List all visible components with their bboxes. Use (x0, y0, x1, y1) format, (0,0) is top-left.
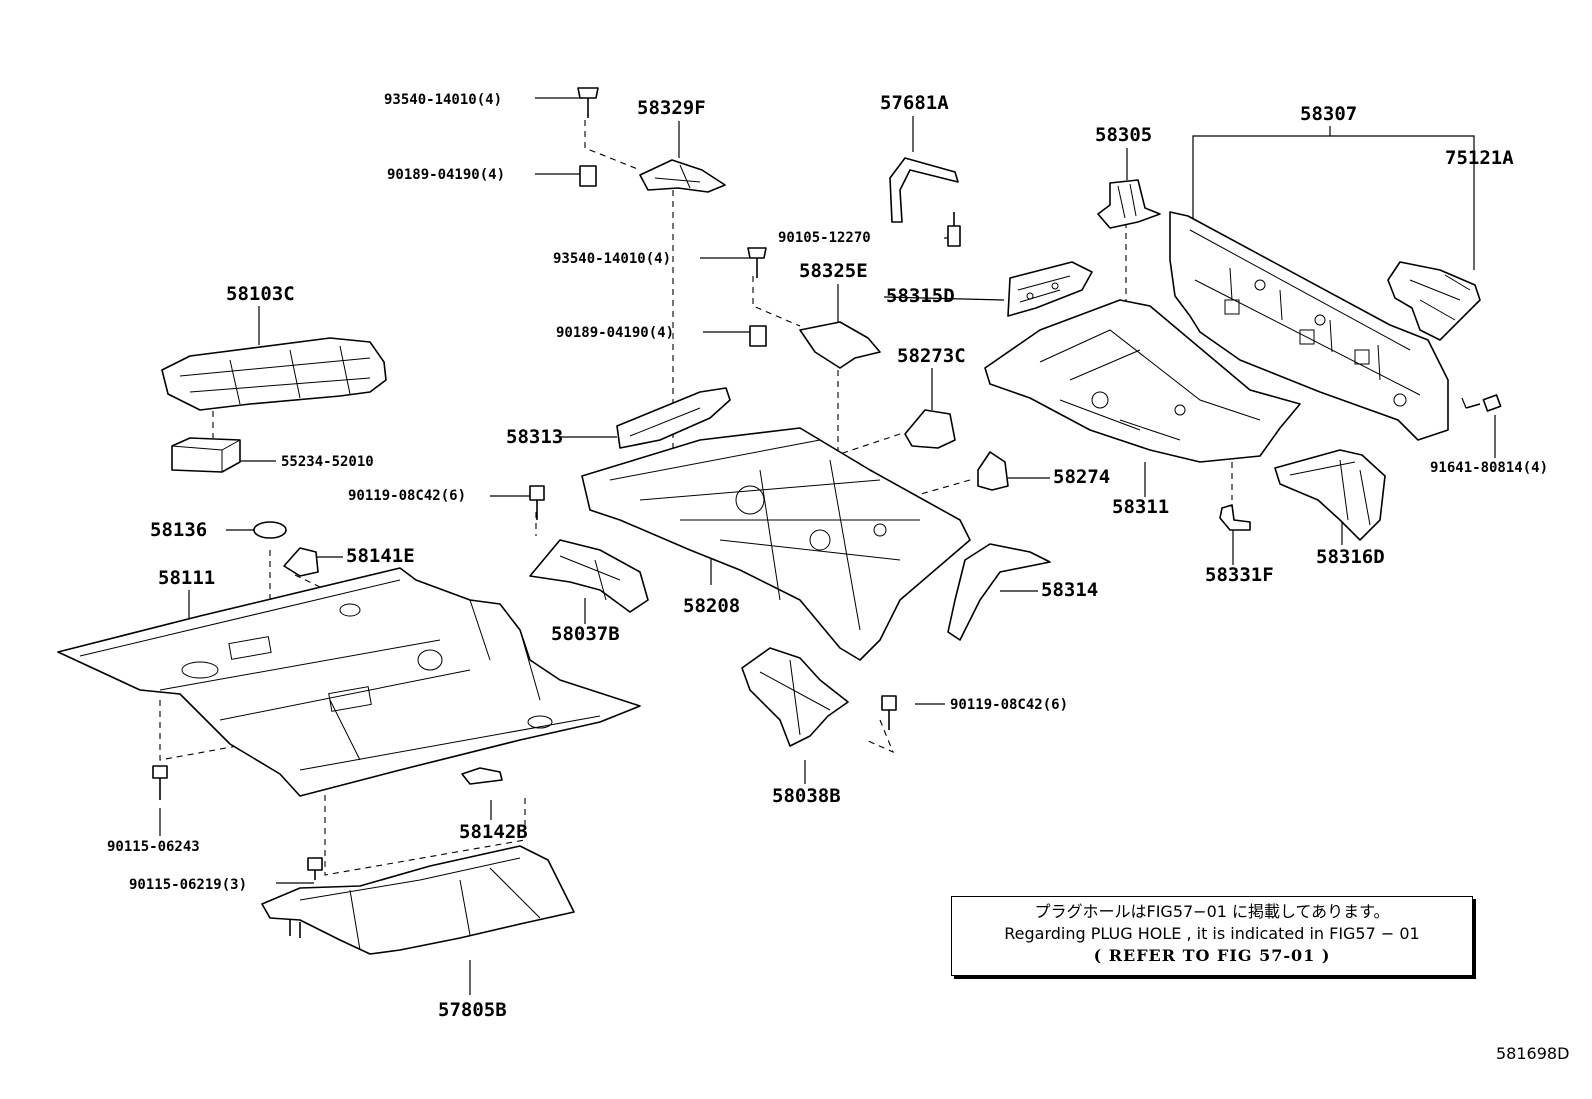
fastener-90115-06243 (152, 765, 168, 800)
label-58136: 58136 (150, 519, 207, 541)
label-55234-52010: 55234-52010 (281, 454, 374, 470)
part-55234-pad (171, 437, 241, 473)
part-75121A-bracket (1387, 261, 1481, 341)
label-58316D: 58316D (1316, 546, 1385, 568)
note-line-japanese: プラグホールはFIG57−01 に掲載してあります。 (1034, 902, 1390, 921)
label-58325E: 58325E (799, 260, 868, 282)
note-refer-link[interactable]: ( REFER TO FIG 57-01 ) (1093, 946, 1331, 965)
part-58331F-clip (1219, 504, 1251, 531)
part-58111-front-floor (57, 567, 641, 797)
label-58315D: 58315D (886, 285, 955, 307)
label-93540-14010-mid: 93540-14010(4) (553, 251, 671, 267)
part-58103C (161, 337, 387, 411)
label-58037B: 58037B (551, 623, 620, 645)
label-58111: 58111 (158, 567, 215, 589)
part-58038B (741, 647, 849, 747)
part-90105-bolt (947, 212, 961, 247)
part-58315D (1007, 261, 1093, 317)
fastener-90119-right (881, 695, 897, 730)
part-58037B (529, 539, 649, 613)
label-90189-04190-top: 90189-04190(4) (387, 167, 505, 183)
label-58314: 58314 (1041, 579, 1098, 601)
label-58274: 58274 (1053, 466, 1110, 488)
label-58311: 58311 (1112, 496, 1169, 518)
note-line-english: Regarding PLUG HOLE , it is indicated in… (1004, 924, 1420, 943)
label-58141E: 58141E (346, 545, 415, 567)
note-box: プラグホールはFIG57−01 に掲載してあります。 Regarding PLU… (951, 896, 1473, 976)
part-58142B (461, 767, 503, 785)
label-57805B: 57805B (438, 999, 507, 1021)
part-58313 (616, 387, 731, 449)
part-58314 (947, 543, 1051, 641)
part-58325E-bracket (799, 321, 881, 369)
figure-code: 581698D (1496, 1044, 1570, 1063)
label-58307: 58307 (1300, 103, 1357, 125)
label-91641-80814: 91641-80814(4) (1430, 460, 1548, 476)
label-90115-06243: 90115-06243 (107, 839, 200, 855)
part-58208-center-floor (581, 427, 971, 661)
label-58331F: 58331F (1205, 564, 1274, 586)
label-58038B: 58038B (772, 785, 841, 807)
part-58274 (977, 451, 1009, 491)
part-58305-bracket (1097, 179, 1161, 229)
label-58142B: 58142B (459, 821, 528, 843)
part-91641-bolt (1461, 394, 1502, 412)
label-58329F: 58329F (637, 97, 706, 119)
label-90115-06219: 90115-06219(3) (129, 877, 247, 893)
label-90189-04190-mid: 90189-04190(4) (556, 325, 674, 341)
fastener-90189-mid (749, 325, 767, 347)
fastener-90189-top (579, 165, 597, 187)
label-90119-08C42-right: 90119-08C42(6) (950, 697, 1068, 713)
fastener-93540-mid (747, 247, 767, 278)
part-57681A-strap (889, 157, 959, 223)
part-58273C (904, 409, 956, 449)
label-58305: 58305 (1095, 124, 1152, 146)
part-58307-rear-panel (1169, 211, 1449, 441)
fastener-93540-top (577, 87, 599, 118)
label-58208: 58208 (683, 595, 740, 617)
label-90105-12270: 90105-12270 (778, 230, 871, 246)
part-57805B (261, 845, 575, 955)
label-75121A: 75121A (1445, 147, 1514, 169)
part-58141E (283, 547, 319, 577)
part-labels: 58307 75121A 91641-80814(4) 58305 58315D… (107, 92, 1548, 1021)
label-93540-14010-top: 93540-14010(4) (384, 92, 502, 108)
label-57681A: 57681A (880, 92, 949, 114)
part-58329F-bracket (639, 159, 726, 193)
fastener-90119-left (529, 485, 545, 520)
label-58273C: 58273C (897, 345, 966, 367)
label-58103C: 58103C (226, 283, 295, 305)
part-58136-plug (253, 521, 287, 539)
label-58313: 58313 (506, 426, 563, 448)
fastener-90115-06219 (307, 857, 323, 880)
part-58316D-bracket (1274, 449, 1386, 541)
label-90119-08C42-left: 90119-08C42(6) (348, 488, 466, 504)
part-58311-rear-floor (984, 299, 1301, 463)
